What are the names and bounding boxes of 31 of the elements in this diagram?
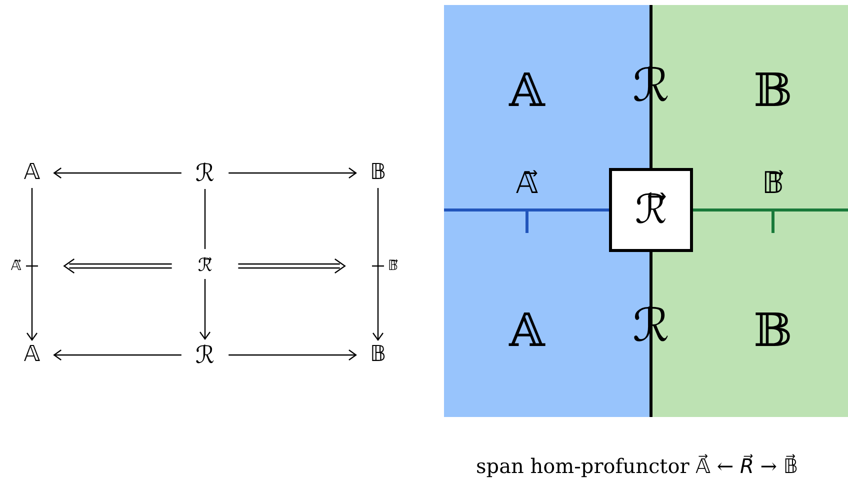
string-wire	[444, 208, 609, 212]
object-label: 𝔹	[370, 162, 386, 184]
object-label: 𝔸	[24, 344, 40, 366]
wire-tick	[526, 210, 528, 233]
morphism-box: ℛ⃗	[609, 168, 693, 252]
region-label: 𝔹	[754, 67, 792, 113]
arrow	[54, 349, 182, 361]
string-wire	[693, 208, 848, 212]
object-label: 𝔸⃗	[10, 259, 22, 273]
region-label: 𝔸	[509, 67, 545, 113]
object-label: 𝔹⃗	[388, 259, 398, 273]
line	[204, 189, 206, 249]
caption: span hom-profunctor 𝔸⃗ ← R⃗ → 𝔹⃗	[476, 454, 798, 478]
object-label: ℛ	[195, 161, 215, 185]
object-label: 𝔸	[24, 162, 40, 184]
double-arrow	[238, 258, 346, 274]
wire-label: 𝔹⃗	[762, 169, 784, 199]
arrow	[228, 167, 357, 179]
wire-label: 𝔸⃗	[516, 169, 538, 199]
arrow	[26, 188, 38, 341]
object-label: ℛ	[195, 343, 215, 367]
arrow	[372, 188, 384, 341]
wire-tick	[772, 210, 774, 233]
region-label: 𝔸	[509, 307, 545, 353]
double-arrow	[64, 258, 172, 274]
arrow	[228, 349, 357, 361]
arrow	[199, 279, 211, 340]
arrow	[54, 167, 182, 179]
object-label: ℛ⃗	[198, 257, 212, 275]
object-label: 𝔹	[370, 344, 386, 366]
region-label: 𝔹	[754, 307, 792, 353]
